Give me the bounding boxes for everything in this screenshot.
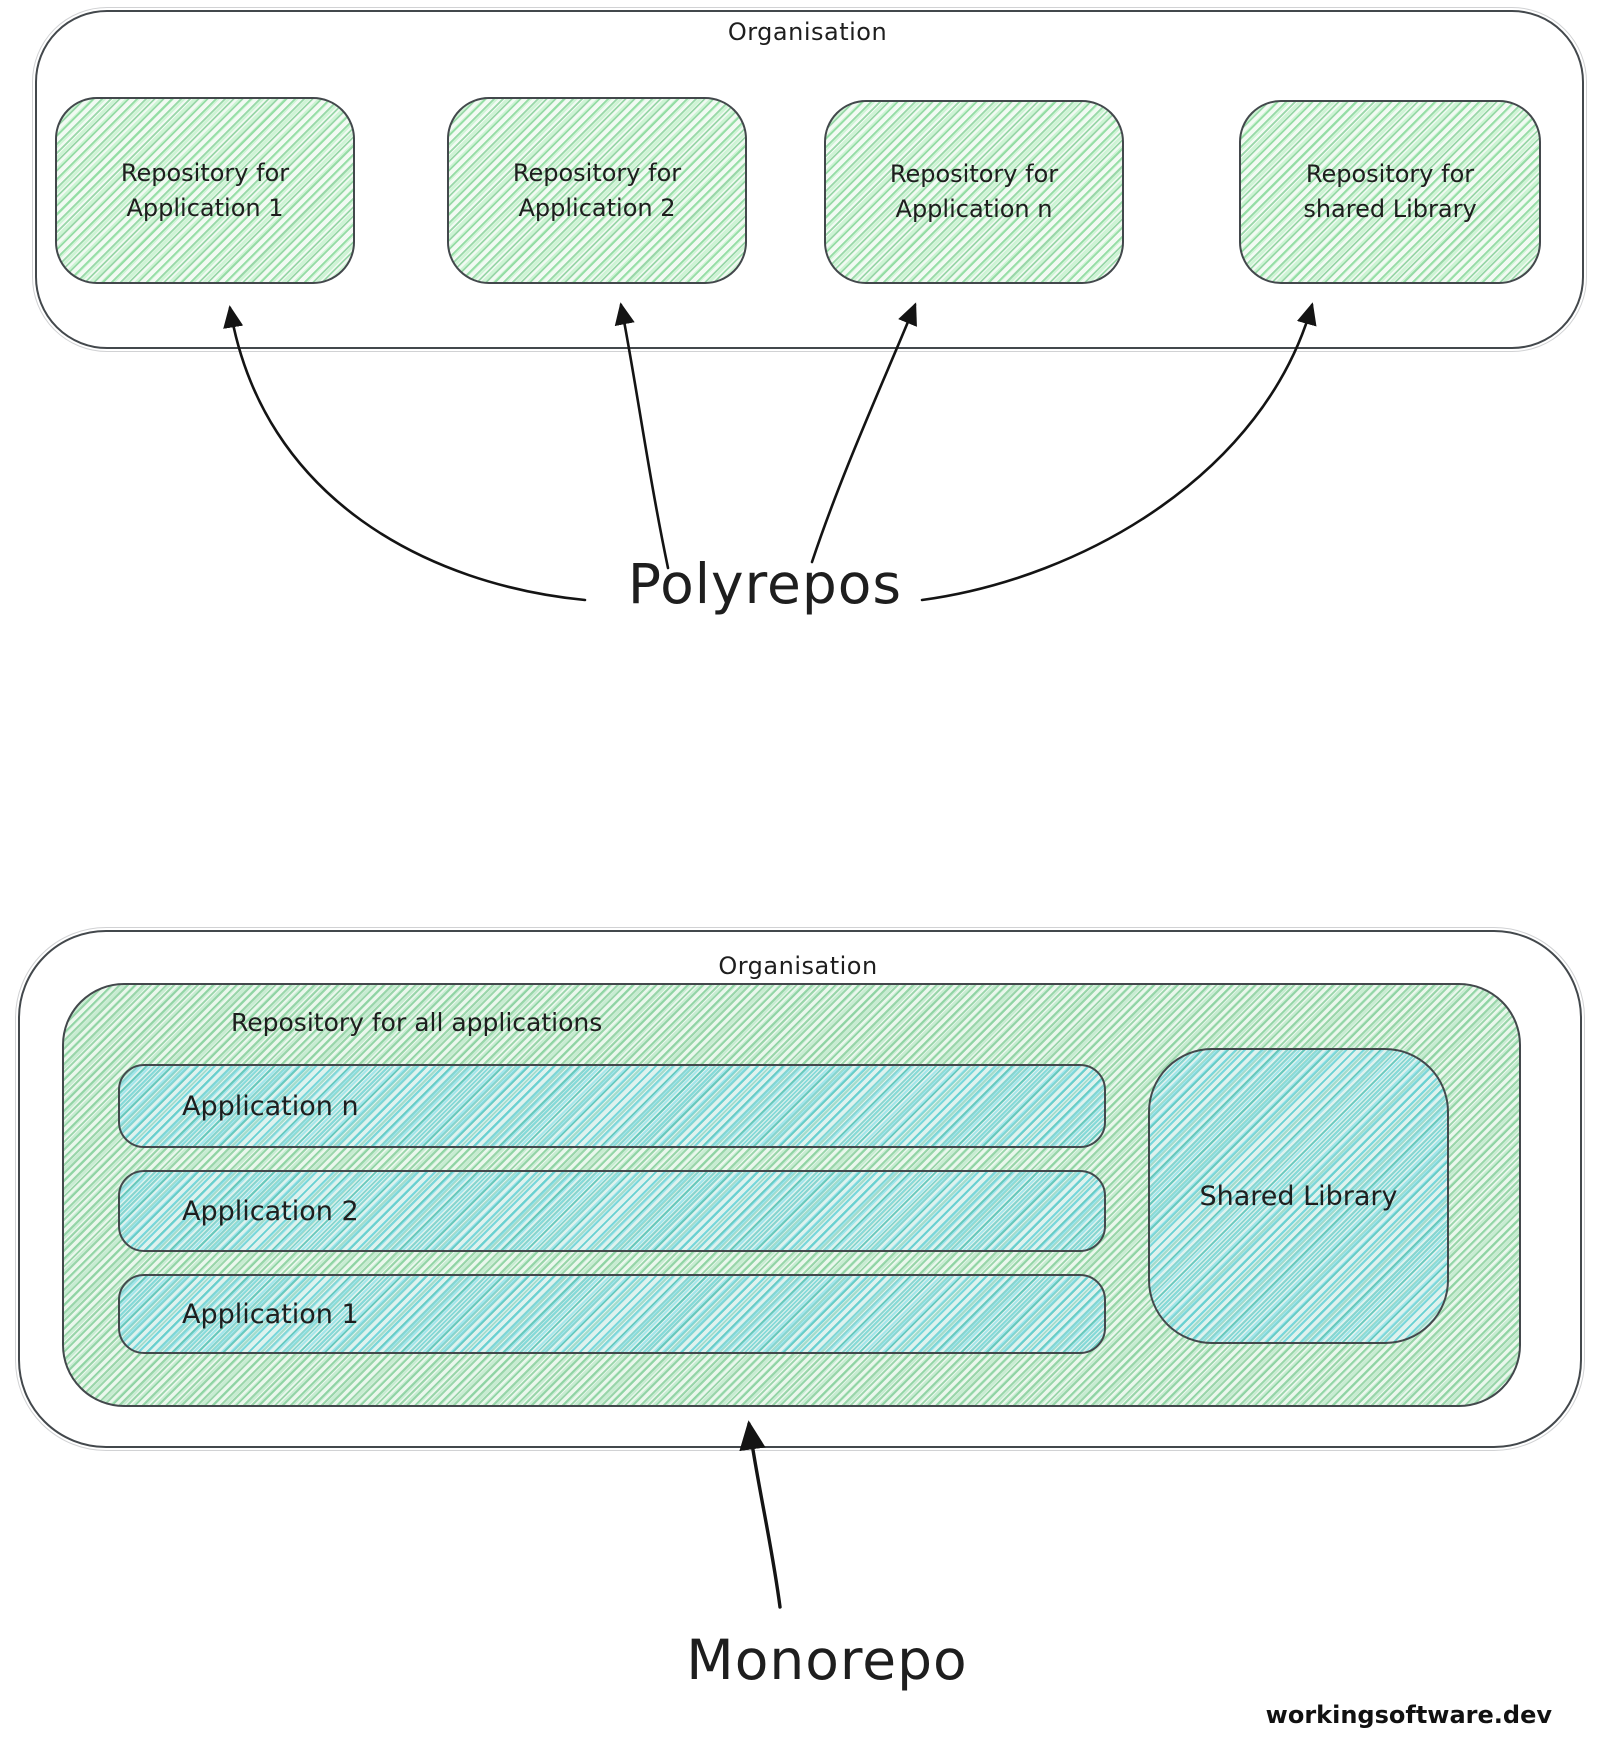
repo-box-application-1-line2: Application 1 <box>126 193 284 222</box>
repo-box-shared-library-line1: Repository for <box>1305 160 1475 189</box>
repo-box-shared-library: Repository for shared Library <box>1239 100 1541 284</box>
polyrepos-label: Polyrepos <box>627 552 903 616</box>
repo-box-application-n-line1: Repository for <box>889 160 1059 189</box>
polyrepo-arrow-1 <box>223 305 587 602</box>
app-bar-application-2: Application 2 <box>118 1170 1106 1252</box>
repo-box-shared-library-line2: shared Library <box>1303 195 1477 223</box>
monorepo-repository-label: Repository for all applications <box>231 1008 603 1037</box>
app-bar-application-n: Application n <box>118 1064 1106 1148</box>
app-bar-application-n-label: Application n <box>182 1090 359 1122</box>
app-bar-application-1-label: Application 1 <box>182 1298 359 1330</box>
repo-box-application-n-line2: Application n <box>895 195 1053 223</box>
monorepo-label: Monorepo <box>686 1628 968 1692</box>
shared-library-label: Shared Library <box>1199 1180 1398 1212</box>
monorepo-arrow <box>739 1420 782 1609</box>
app-bar-application-2-label: Application 2 <box>182 1195 359 1227</box>
repo-box-application-1: Repository for Application 1 <box>55 97 355 284</box>
repo-box-application-n: Repository for Application n <box>824 100 1124 284</box>
repo-box-application-2: Repository for Application 2 <box>447 97 747 284</box>
watermark: workingsoftware.dev <box>1265 1701 1552 1729</box>
app-bar-application-1: Application 1 <box>118 1274 1106 1354</box>
monorepo-organisation-label: Organisation <box>718 952 878 980</box>
repo-box-application-2-line1: Repository for <box>512 158 682 187</box>
repo-box-application-1-line1: Repository for <box>120 158 290 187</box>
polyrepo-organisation-label: Organisation <box>727 18 888 46</box>
repo-box-application-2-line2: Application 2 <box>518 193 676 222</box>
shared-library-box: Shared Library <box>1148 1048 1449 1344</box>
